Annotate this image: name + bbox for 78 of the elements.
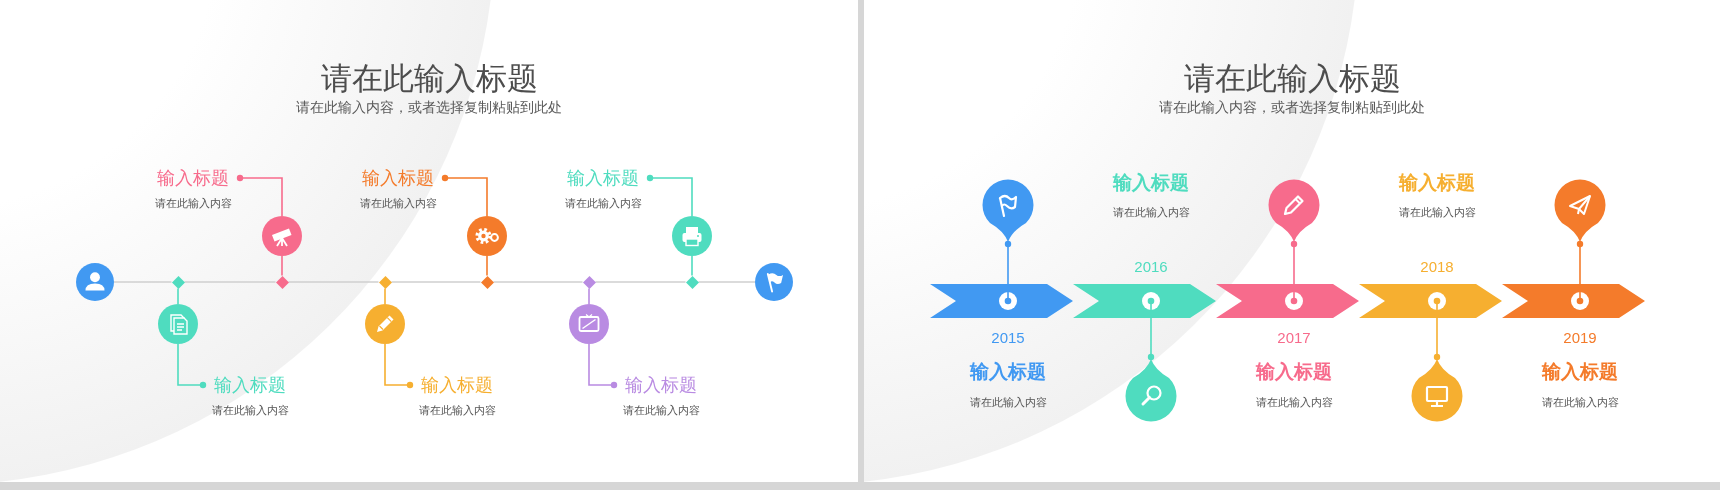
leader-line — [384, 343, 414, 389]
stem-line — [1290, 240, 1298, 285]
diamond-marker — [275, 275, 289, 289]
diamond-marker — [685, 275, 699, 289]
chevron-band — [1359, 284, 1502, 318]
stem-line — [691, 255, 693, 277]
year-label: 2016 — [1134, 257, 1168, 277]
milestone-description: 请在此输入内容 — [1112, 205, 1190, 220]
telescope-icon — [262, 216, 302, 256]
leader-line — [236, 174, 283, 217]
chevron-band — [1216, 284, 1359, 318]
milestone-title: 输入标题 — [157, 167, 229, 190]
timeline-line — [492, 281, 584, 283]
chevron-band — [1073, 284, 1216, 318]
tablet-icon — [569, 304, 609, 344]
timeline-line — [697, 281, 756, 283]
stem-line — [1433, 317, 1441, 361]
milestone-description: 请在此输入内容 — [359, 196, 437, 211]
slide-subtitle: 请在此输入内容，或者选择复制粘贴到此处 — [296, 98, 562, 117]
stem-line — [486, 255, 488, 277]
year-label: 2015 — [991, 328, 1025, 348]
diamond-marker — [480, 275, 494, 289]
milestone-title: 输入标题 — [362, 167, 434, 190]
chevron-band — [1502, 284, 1645, 318]
year-label: 2019 — [1563, 328, 1597, 348]
leader-line — [588, 343, 618, 389]
milestone-description: 请在此输入内容 — [211, 403, 289, 418]
pencil-pin-icon — [1268, 179, 1320, 244]
slide-panel — [0, 0, 858, 482]
diamond-marker — [171, 275, 185, 289]
monitor-pin-icon — [1411, 357, 1463, 422]
printer-icon — [672, 216, 712, 256]
leader-line — [177, 343, 207, 389]
chevron-band — [930, 284, 1073, 318]
milestone-description: 请在此输入内容 — [1541, 395, 1619, 410]
milestone-title: 输入标题 — [970, 360, 1046, 384]
diamond-marker — [582, 275, 596, 289]
gears-icon — [467, 216, 507, 256]
timeline-line — [594, 281, 687, 283]
stem-line — [1004, 240, 1012, 285]
milestone-description: 请在此输入内容 — [564, 196, 642, 211]
milestone-description: 请在此输入内容 — [154, 196, 232, 211]
flag-pin-icon — [982, 179, 1034, 244]
milestone-title: 输入标题 — [1113, 171, 1189, 195]
diamond-marker — [378, 275, 392, 289]
stem-line — [1147, 317, 1155, 361]
stem-line — [1576, 240, 1584, 285]
milestone-title: 输入标题 — [1256, 360, 1332, 384]
milestone-title: 输入标题 — [567, 167, 639, 190]
milestone-title: 输入标题 — [1399, 171, 1475, 195]
slide-title: 请在此输入标题 — [320, 60, 538, 98]
magnifier-pin-icon — [1125, 357, 1177, 422]
slide-panel — [864, 0, 1720, 482]
stem-line — [384, 287, 386, 305]
year-label: 2018 — [1420, 257, 1454, 277]
milestone-description: 请在此输入内容 — [1255, 395, 1333, 410]
milestone-title: 输入标题 — [625, 374, 697, 397]
flag-icon — [755, 263, 793, 301]
documents-icon — [158, 304, 198, 344]
leader-line — [646, 174, 693, 217]
pencil-icon — [365, 304, 405, 344]
leader-line — [441, 174, 488, 217]
timeline-line — [390, 281, 482, 283]
milestone-title: 输入标题 — [421, 374, 493, 397]
milestone-title: 输入标题 — [1542, 360, 1618, 384]
stem-line — [588, 287, 590, 305]
milestone-description: 请在此输入内容 — [622, 403, 700, 418]
stem-line — [281, 255, 283, 277]
milestone-title: 输入标题 — [214, 374, 286, 397]
paper-plane-pin-icon — [1554, 179, 1606, 244]
slide-subtitle: 请在此输入内容，或者选择复制粘贴到此处 — [1159, 98, 1425, 117]
milestone-description: 请在此输入内容 — [1398, 205, 1476, 220]
slide-title: 请在此输入标题 — [1183, 60, 1401, 98]
year-label: 2017 — [1277, 328, 1311, 348]
person-icon — [76, 263, 114, 301]
milestone-description: 请在此输入内容 — [969, 395, 1047, 410]
stem-line — [177, 287, 179, 305]
milestone-description: 请在此输入内容 — [418, 403, 496, 418]
